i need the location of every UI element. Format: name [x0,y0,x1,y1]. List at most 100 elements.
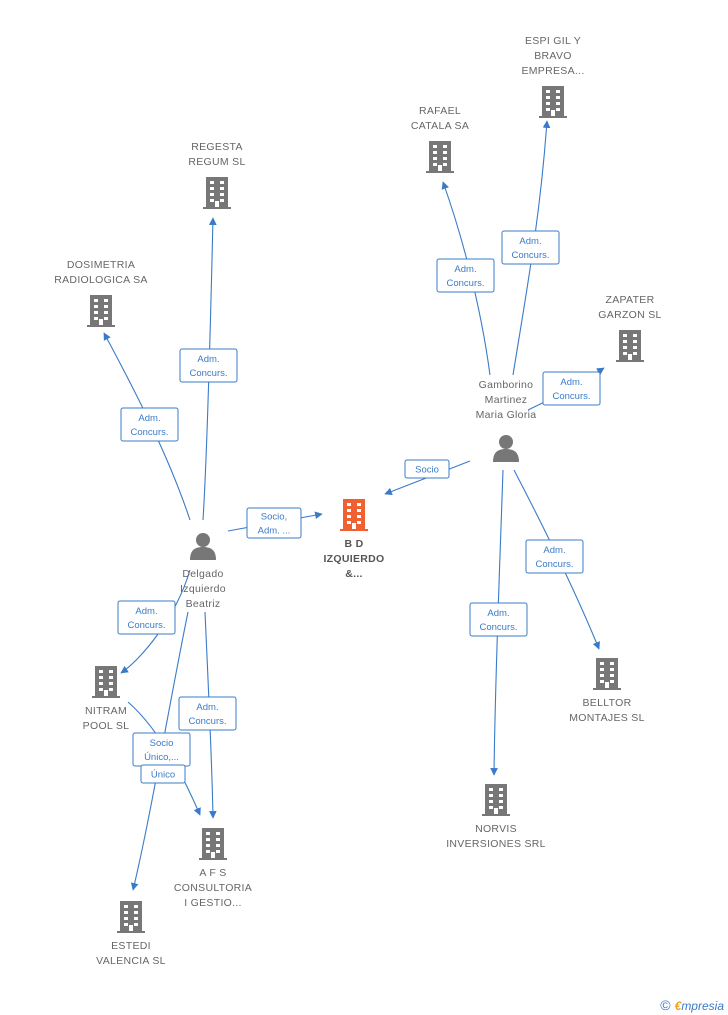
relation-label-text: Adm. [135,606,157,617]
node-label: REGUM SL [188,156,245,168]
relation-label-text: Adm. [454,264,476,275]
building-icon [203,177,231,209]
relation-label-text: Concurs. [479,622,517,633]
company-node-rafael[interactable]: RAFAEL CATALA SA [411,105,469,173]
node-label: I GESTIO... [184,897,242,909]
copyright-icon: © [660,997,671,1013]
building-icon [117,901,145,933]
relation-label-delgado-afs[interactable]: Adm. Concurs. [178,696,237,731]
node-label: BRAVO [534,50,571,62]
node-label: CONSULTORIA [174,882,252,894]
brand-logo-e: € [674,999,682,1013]
node-label: Gamborino [479,379,534,391]
relation-label-text: Concurs. [552,391,590,402]
relation-label-text: Adm. [138,413,160,424]
node-label: RAFAEL [419,105,461,117]
relation-label-gamborino-rafael[interactable]: Adm. Concurs. [436,258,495,293]
company-node-espigil[interactable]: ESPI GIL Y BRAVO EMPRESA... [521,35,584,118]
relation-label-text: Concurs. [535,559,573,570]
building-icon [87,295,115,327]
relation-label-delgado-bd[interactable]: Socio, Adm. ... [246,507,302,539]
relation-label-gamborino-bd[interactable]: Socio [404,459,450,479]
node-label: Martinez [485,394,528,406]
relation-label-text: Único,... [144,752,179,763]
relation-label-delgado-regesta[interactable]: Adm. Concurs. [179,348,238,383]
node-label: IZQUIERDO [323,553,384,565]
node-label: BELLTOR [583,697,632,709]
building-icon [482,784,510,816]
building-icon [199,828,227,860]
node-label: Delgado [182,568,223,580]
node-label: NITRAM [85,705,127,717]
company-node-nitram[interactable]: NITRAM POOL SL [83,666,130,732]
relation-label-nitram-afs[interactable]: Único [140,764,186,784]
node-label: ZAPATER [606,294,655,306]
person-icon [493,435,519,462]
company-node-afs[interactable]: A F S CONSULTORIA I GESTIO... [174,828,252,909]
relation-label-gamborino-espigil[interactable]: Adm. Concurs. [501,230,560,265]
company-node-bd[interactable]: B D IZQUIERDO &... [323,499,384,580]
relation-label-text: Único [151,770,175,781]
relation-label-text: Concurs. [127,620,165,631]
company-node-estedi[interactable]: ESTEDI VALENCIA SL [96,901,166,967]
building-icon [616,330,644,362]
relation-label-text: Concurs. [446,278,484,289]
relation-label-gamborino-belltor[interactable]: Adm. Concurs. [525,539,584,574]
building-icon [426,141,454,173]
brand-name: mpresia [681,999,724,1013]
relation-label-text: Concurs. [511,250,549,261]
node-label: CATALA SA [411,120,469,132]
node-label: A F S [199,867,226,879]
node-label: B D [345,538,364,550]
relation-label-gamborino-norvis[interactable]: Adm. Concurs. [469,602,528,637]
relation-label-text: Concurs. [188,716,226,727]
relation-label-text: Concurs. [189,368,227,379]
footer-brand[interactable]: ©€mpresia [660,997,724,1013]
relation-label-text: Adm. [543,545,565,556]
relation-label-text: Socio [150,738,174,749]
node-label: EMPRESA... [521,65,584,77]
relation-label-delgado-nitram[interactable]: Adm. Concurs. [117,600,176,635]
relation-label-text: Adm. [487,608,509,619]
company-node-zapater[interactable]: ZAPATER GARZON SL [598,294,661,362]
relation-label-text: Socio, [261,512,287,523]
relation-label-delgado-dosimetria[interactable]: Adm. Concurs. [120,407,179,442]
relation-label-delgado-estedi[interactable]: SocioÚnico,... [132,732,191,767]
relation-label-text: Adm. [196,702,218,713]
building-icon [539,86,567,118]
relation-label-text: Concurs. [130,427,168,438]
relation-label-text: Adm. [197,354,219,365]
node-label: REGESTA [191,141,243,153]
node-label: MONTAJES SL [569,712,644,724]
company-node-dosimetria[interactable]: DOSIMETRIA RADIOLOGICA SA [54,259,147,327]
relation-label-text: Adm. [560,377,582,388]
node-label: ESTEDI [111,940,151,952]
building-icon [340,499,368,531]
building-icon [92,666,120,698]
company-node-regesta[interactable]: REGESTA REGUM SL [188,141,245,209]
relation-label-text: Socio [415,465,439,476]
relation-label-text: Adm. [519,236,541,247]
node-label: DOSIMETRIA [67,259,135,271]
company-node-norvis[interactable]: NORVIS INVERSIONES SRL [446,784,546,850]
company-node-belltor[interactable]: BELLTOR MONTAJES SL [569,658,644,724]
node-label: Beatriz [186,598,221,610]
node-label: INVERSIONES SRL [446,838,546,850]
node-label: Maria Gloria [476,409,537,421]
node-label: ESPI GIL Y [525,35,581,47]
node-label: GARZON SL [598,309,661,321]
relation-label-text: Adm. ... [258,526,291,537]
relation-label-gamborino-zapater[interactable]: Adm. Concurs. [542,371,601,406]
node-label: &... [345,568,363,580]
node-label: NORVIS [475,823,517,835]
node-label: RADIOLOGICA SA [54,274,147,286]
edge-delgado-to-nitram [120,569,191,674]
node-label: VALENCIA SL [96,955,166,967]
person-icon [190,533,216,560]
node-label: POOL SL [83,720,130,732]
node-label: Izquierdo [180,583,226,595]
building-icon [593,658,621,690]
